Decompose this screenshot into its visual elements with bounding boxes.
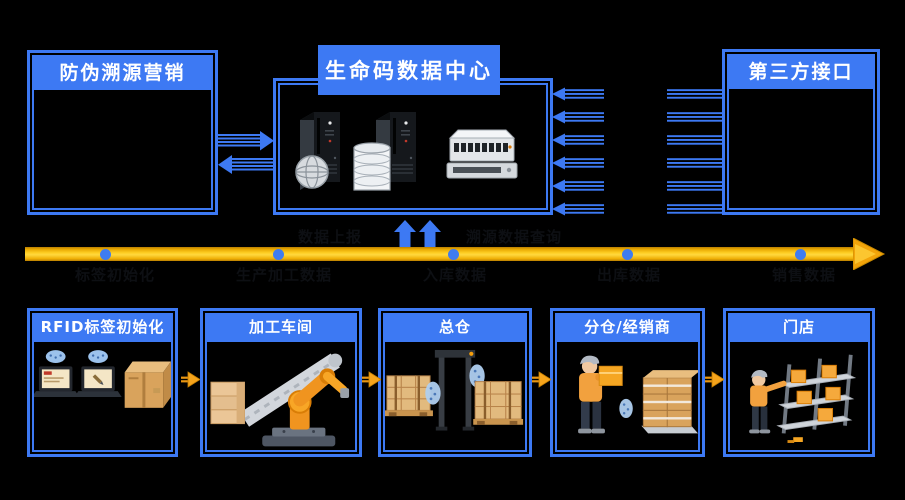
box-third-party-api: 第三方接口	[722, 49, 880, 215]
box-title: 第三方接口	[748, 61, 854, 83]
left-center-arrows	[218, 131, 274, 174]
box-header: 第三方接口	[727, 54, 875, 87]
box-title: 总仓	[438, 318, 471, 336]
ghost-label: 数据上报	[298, 228, 363, 246]
ghost-label: 出库数据	[597, 266, 662, 284]
data-center-servers-illustration	[295, 112, 518, 191]
robot-arm-icon	[210, 353, 350, 447]
timeline-arrowhead-icon	[853, 238, 886, 270]
box-body	[727, 87, 875, 210]
box-header: 门店	[728, 313, 870, 340]
box-title: 分仓/经销商	[584, 318, 671, 336]
arrow-left-icon	[552, 179, 722, 193]
box-processing-workshop: 加工车间	[200, 308, 362, 457]
box-body	[383, 340, 527, 452]
arrow-left-icon	[552, 156, 722, 170]
arrow-left-icon	[552, 202, 722, 216]
box-rfid-tag-init: RFID标签初始化	[27, 308, 178, 457]
box-header: 加工车间	[205, 313, 357, 340]
box-body	[555, 340, 700, 452]
flow-arrow-icon	[705, 371, 724, 388]
arrow-up-icon	[394, 220, 416, 248]
arrow-right-icon	[218, 131, 274, 151]
timeline-dot	[100, 249, 111, 260]
box-header: RFID标签初始化	[32, 313, 173, 340]
ghost-label: 入库数据	[423, 266, 488, 284]
box-header: 总仓	[383, 313, 527, 340]
pallet-gate-icon	[385, 349, 524, 431]
timeline-dot	[273, 249, 284, 260]
box-title: RFID标签初始化	[40, 318, 165, 336]
box-header: 分仓/经销商	[555, 313, 700, 340]
arrow-left-icon	[552, 87, 722, 101]
timeline-dot	[448, 249, 459, 260]
database-server-icon	[353, 112, 416, 191]
ghost-label: 销售数据	[772, 266, 837, 284]
ghost-label: 溯源数据查询	[466, 228, 563, 246]
box-header: 防伪溯源营销	[32, 55, 213, 88]
box-header: 生命码数据中心	[318, 45, 500, 95]
laptop-rfid-icon	[34, 350, 171, 408]
arrow-left-icon	[218, 155, 274, 174]
box-distributor: 分仓/经销商	[550, 308, 705, 457]
timeline-bar	[25, 247, 856, 261]
arrow-left-icon	[552, 133, 722, 147]
arrow-up-icon	[419, 220, 441, 248]
globe-server-icon	[295, 112, 340, 190]
box-anti-counterfeit-marketing: 防伪溯源营销	[27, 50, 218, 215]
timeline-dot	[795, 249, 806, 260]
box-store: 门店	[723, 308, 875, 457]
worker-carry-icon	[578, 355, 698, 434]
timeline-dot	[622, 249, 633, 260]
box-title: 生命码数据中心	[325, 59, 493, 83]
box-body	[32, 340, 173, 452]
box-body	[32, 88, 213, 210]
box-title: 防伪溯源营销	[59, 62, 186, 84]
box-body	[205, 340, 357, 452]
box-body	[728, 340, 870, 452]
flow-arrow-icon	[532, 371, 551, 388]
network-switch-icon	[446, 129, 518, 179]
flow-arrow-icon	[181, 371, 200, 388]
ghost-label: 生产加工数据	[236, 266, 333, 284]
flow-arrow-icon	[362, 371, 381, 388]
ghost-label: 标签初始化	[75, 266, 156, 284]
arrow-left-icon	[552, 110, 722, 124]
shelf-restock-icon	[749, 354, 857, 443]
box-title: 加工车间	[248, 318, 313, 336]
box-title: 门店	[782, 318, 815, 336]
box-main-warehouse: 总仓	[378, 308, 532, 457]
